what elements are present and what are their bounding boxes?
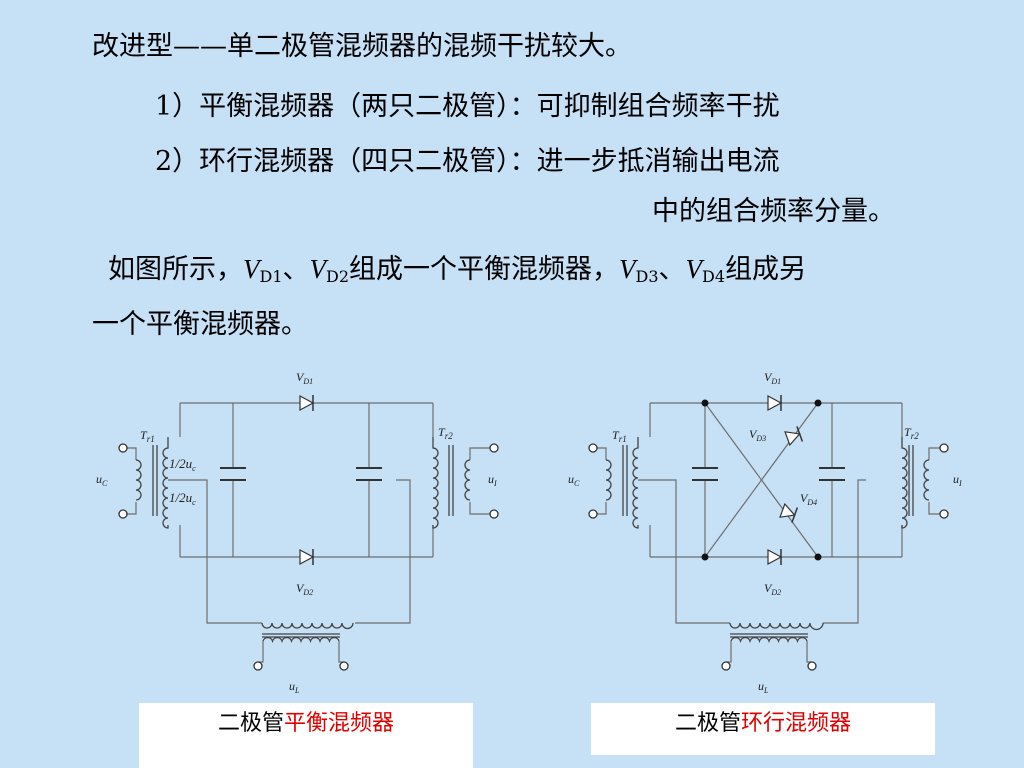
right-label-tr2: Tr2 (904, 425, 919, 441)
caption-right: 二极管环行混频器 (591, 703, 935, 755)
v-symbol: V (243, 254, 260, 284)
left-label-vd1: VD1 (296, 370, 313, 386)
left-label-tr2: Tr2 (438, 425, 453, 441)
v-symbol: V (685, 254, 703, 284)
right-label-ui: uI (953, 472, 962, 488)
right-label-tr1: Tr1 (612, 428, 627, 444)
right-output-transformer (729, 622, 824, 644)
right-terminals (588, 443, 949, 671)
caption-left: 二极管平衡混频器 (139, 703, 473, 768)
left-label-tr1: Tr1 (140, 428, 155, 444)
right-label-vd3: VD3 (749, 427, 766, 443)
right-label-vd2: VD2 (764, 581, 781, 597)
right-label-vd1: VD1 (764, 370, 781, 386)
caption-right-highlight: 环行混频器 (741, 711, 852, 736)
left-diode-vd1 (299, 394, 314, 412)
sep-1: 、 (282, 254, 310, 285)
v-symbol: V (309, 254, 327, 284)
right-label-ul: uL (758, 679, 769, 695)
right-diode-vd3 (784, 426, 804, 447)
text-line-4: 中的组合频率分量。 (652, 196, 895, 227)
left-label-ul: uL (289, 679, 300, 695)
right-label-uc: uC (568, 472, 580, 488)
left-label-half-top: 1/2uc (169, 456, 196, 473)
text-line-2: 1）平衡混频器（两只二极管）：可抑制组合频率干扰 (155, 91, 780, 122)
right-junction-dots (701, 399, 822, 561)
caption-right-prefix: 二极管 (674, 711, 741, 736)
d3-sub: D3 (635, 267, 659, 286)
text-line-5: 如图所示，VD1、VD2组成一个平衡混频器，VD3、VD4组成另 (108, 252, 806, 294)
right-circuit (597, 402, 940, 663)
right-diode-vd2 (767, 548, 782, 566)
left-label-uc: uC (96, 472, 108, 488)
left-circuit (127, 402, 490, 663)
d1-sub: D1 (259, 267, 283, 286)
left-transformer-tr1 (135, 437, 169, 529)
left-output-transformer (261, 622, 354, 644)
text-line-1: 改进型——单二极管混频器的混频干扰较大。 (92, 31, 632, 62)
right-diode-vd1 (767, 394, 782, 412)
right-label-vd4: VD4 (800, 491, 817, 507)
right-capacitors (692, 467, 845, 481)
d2-sub: D2 (326, 267, 350, 286)
right-transformer-tr1 (605, 437, 639, 529)
left-label-vd2: VD2 (296, 581, 313, 597)
right-diode-vd4 (779, 502, 799, 523)
d4-sub: D4 (702, 267, 726, 286)
right-transformer-tr2 (901, 437, 930, 529)
left-diode-vd2 (299, 548, 314, 566)
text-line-6: 一个平衡混频器。 (92, 309, 308, 340)
text-line-5-b: 组成一个平衡混频器， (349, 254, 620, 285)
sep-2: 、 (658, 254, 686, 285)
left-label-ui: uI (488, 472, 497, 488)
left-transformer-tr2 (432, 437, 471, 529)
text-line-5-a: 如图所示， (108, 254, 243, 285)
left-terminals (118, 443, 499, 671)
caption-left-highlight: 平衡混频器 (284, 711, 395, 736)
left-capacitors (220, 467, 382, 481)
caption-left-prefix: 二极管 (217, 711, 284, 736)
v-symbol: V (619, 254, 636, 284)
left-label-half-bottom: 1/2uc (169, 490, 196, 507)
text-line-5-c: 组成另 (725, 254, 807, 285)
text-line-3: 2）环行混频器（四只二极管）：进一步抵消输出电流 (155, 146, 780, 177)
